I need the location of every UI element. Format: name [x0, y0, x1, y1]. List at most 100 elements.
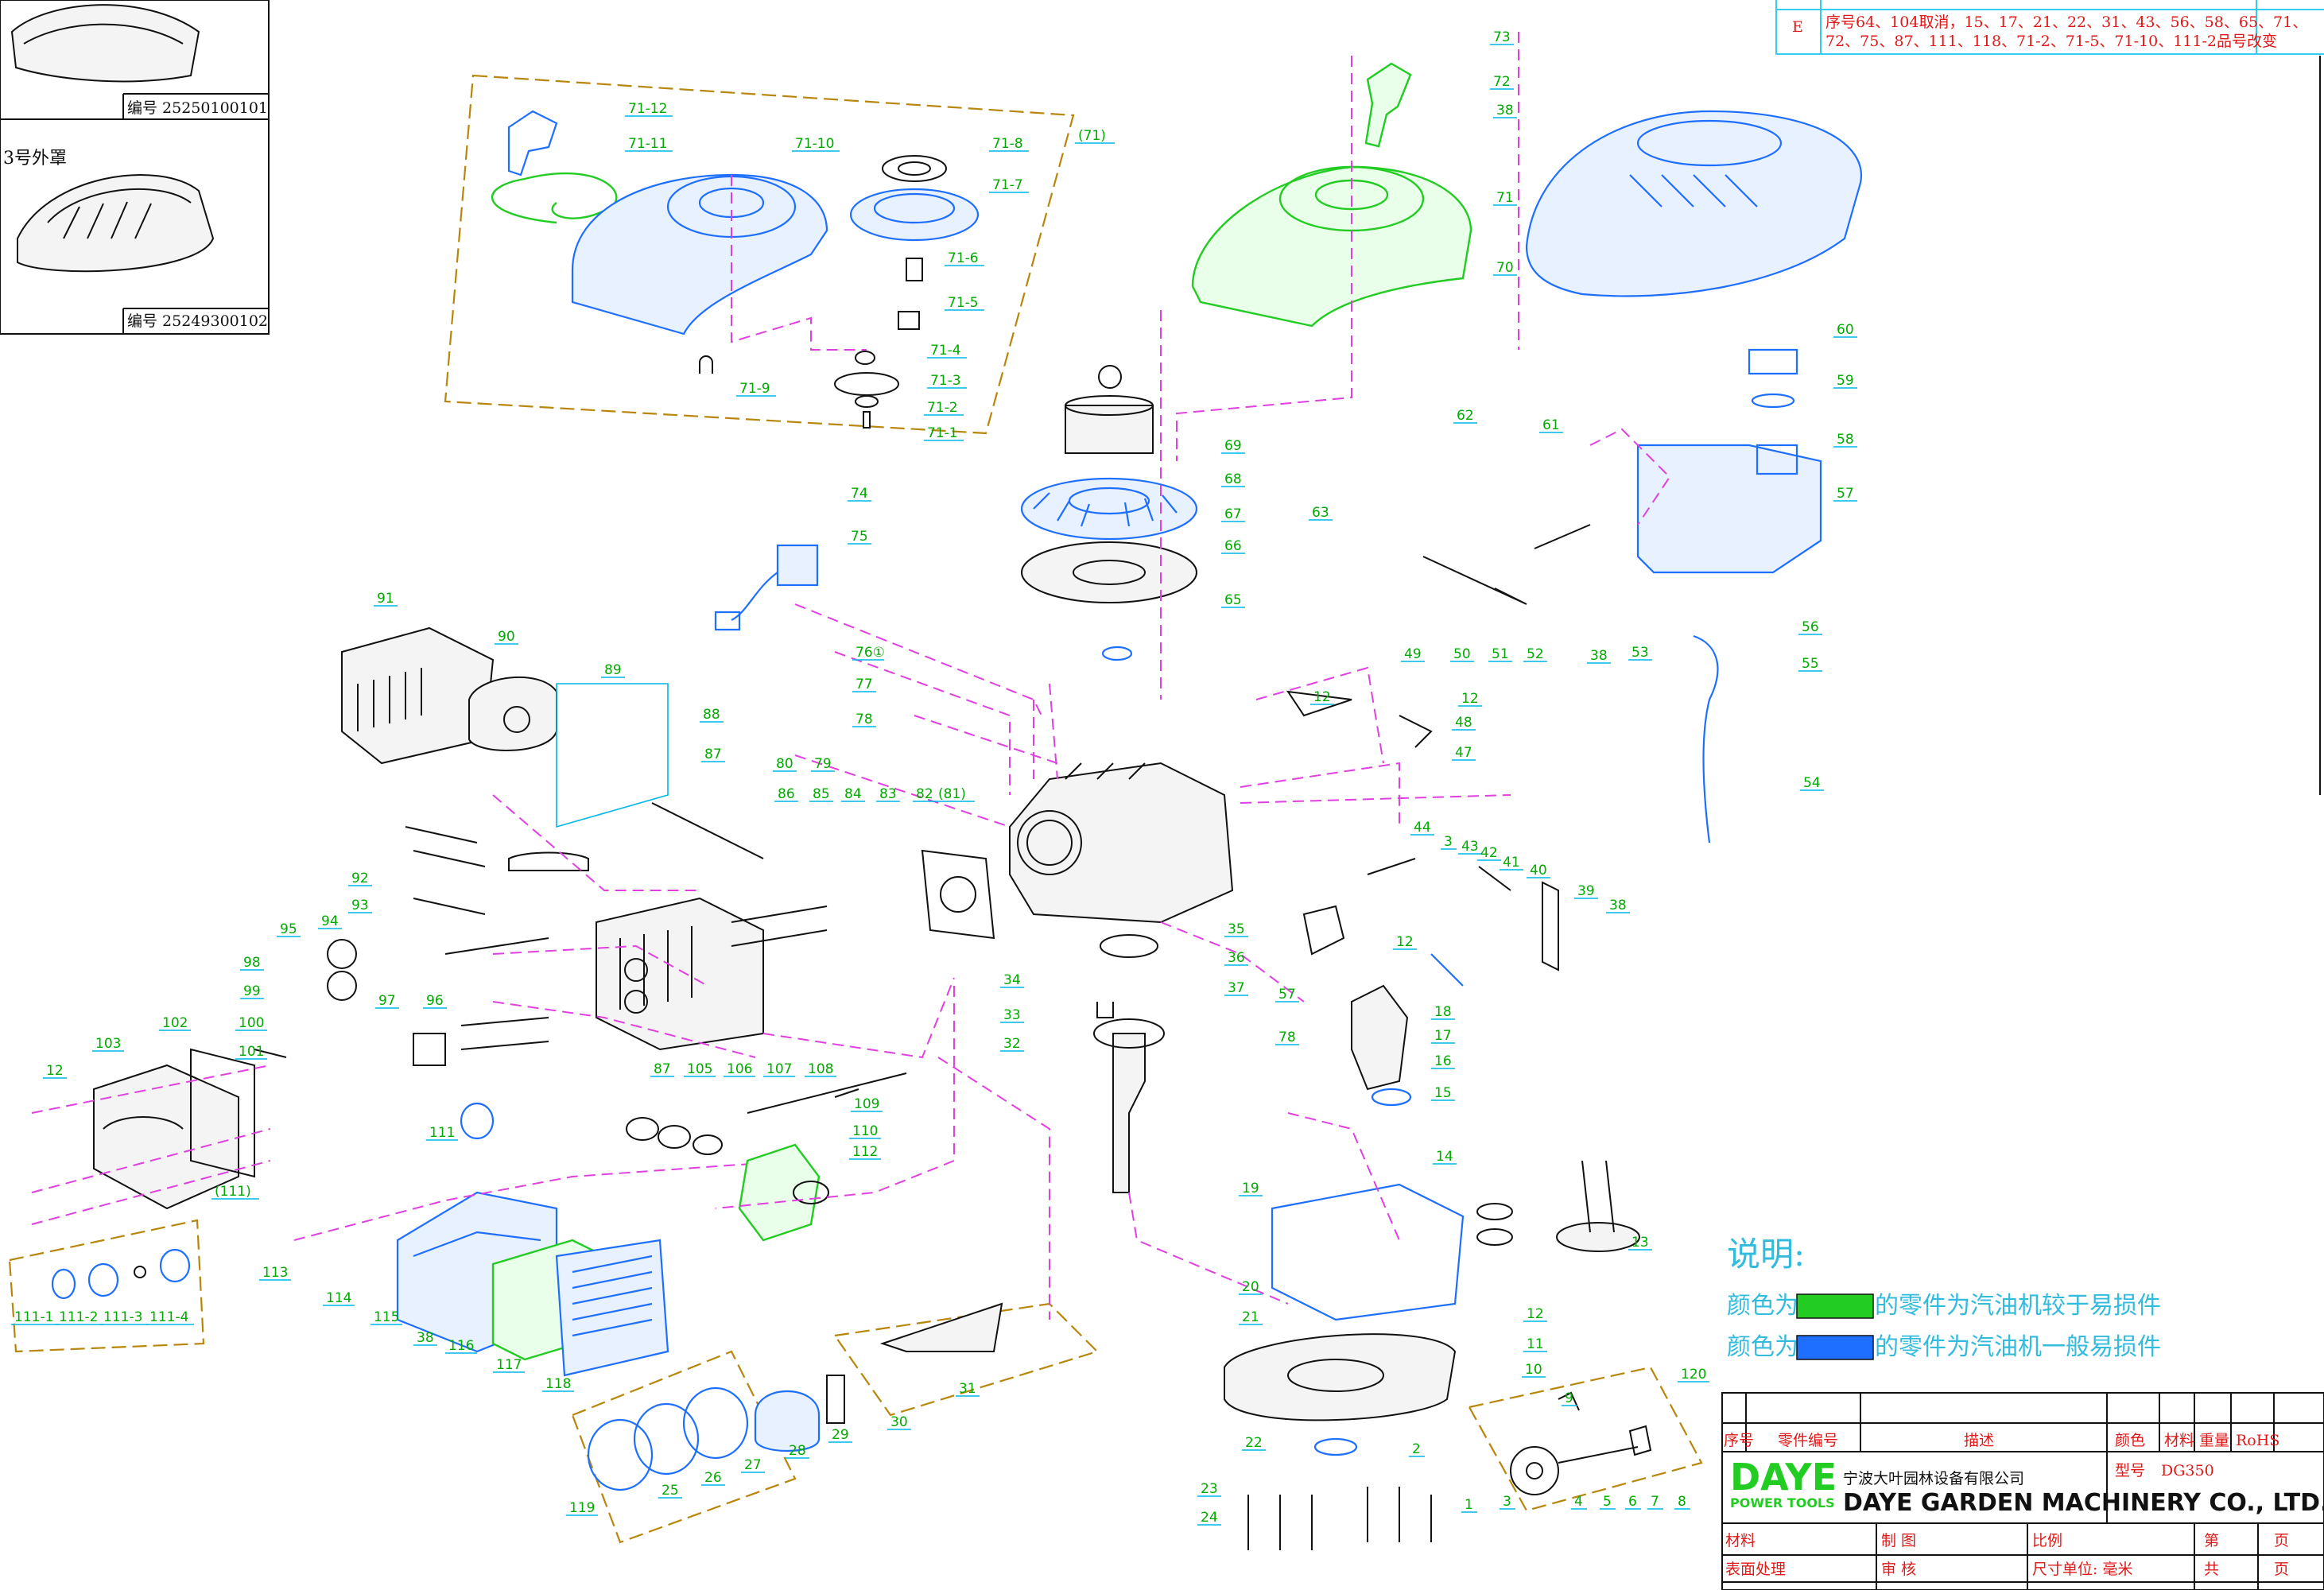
part-callout: 87 [654, 1061, 671, 1077]
part-callout: 60 [1837, 322, 1854, 338]
part-callout: 85 [813, 786, 830, 802]
part-callout: 109 [854, 1096, 879, 1112]
part-callout: 62 [1457, 408, 1474, 424]
tb-part-no: 零件编号 [1778, 1432, 1838, 1449]
part-callout: 66 [1224, 538, 1242, 554]
part-callout: 99 [243, 983, 261, 999]
tb-r2-a: 表面处理 [1725, 1561, 1786, 1578]
part-callout: 101 [239, 1044, 264, 1060]
legend-blue-text: 的零件为汽油机一般易损件 [1875, 1333, 2161, 1361]
part-callout: 49 [1404, 646, 1422, 662]
part-callout: 58 [1837, 432, 1854, 448]
part-callout: 71-3 [930, 373, 961, 389]
part-callout: 94 [321, 913, 339, 929]
part-callout: 80 [776, 756, 793, 772]
part-callout: 2 [1412, 1441, 1421, 1457]
part-callout: 71-9 [739, 381, 770, 397]
part-callout: 13 [1631, 1235, 1649, 1251]
part-callout: 71-10 [795, 136, 834, 152]
part-callout: 84 [844, 786, 862, 802]
part-callout: 4 [1574, 1494, 1583, 1510]
part-callout: 43 [1461, 839, 1479, 855]
part-callout: 30 [890, 1414, 908, 1430]
part-callout: 89 [604, 662, 622, 678]
tb-rohs: RoHS [2236, 1432, 2279, 1449]
part-callout: 68 [1224, 471, 1242, 487]
part-callout: (71) [1078, 128, 1106, 144]
part-callout: 67 [1224, 506, 1242, 522]
part-callout: 18 [1434, 1004, 1452, 1020]
part-callout: 12 [1527, 1306, 1544, 1322]
valve-cover [31, 1048, 287, 1225]
part-callout: 95 [280, 921, 297, 937]
part-callout: 111 [429, 1125, 455, 1141]
part-callout: 107 [766, 1061, 792, 1077]
part-callout: (81) [938, 786, 966, 802]
part-callout: 116 [448, 1338, 474, 1354]
tb-r2-e: 页 [2274, 1561, 2289, 1578]
part-callout: 34 [1003, 972, 1021, 988]
part-callout: 72 [1493, 74, 1511, 90]
part-callout: 15 [1434, 1085, 1452, 1101]
part-callout: 5 [1603, 1494, 1612, 1510]
revision-box: E 序号64、104取消，15、17、21、22、31、43、56、58、65、… [1775, 0, 2324, 795]
part-callout: 21 [1242, 1309, 1259, 1325]
tb-r1-e: 页 [2274, 1532, 2289, 1549]
part-callout: 38 [1590, 648, 1608, 664]
part-callout: 71-5 [948, 295, 979, 311]
part-callout: 50 [1453, 646, 1471, 662]
part-callout: 40 [1530, 863, 1547, 878]
part-callout: 110 [852, 1123, 878, 1139]
part-callout: 38 [1609, 898, 1627, 913]
part-callout: 74 [851, 486, 868, 502]
tb-r2-c: 尺寸单位: 毫米 [2032, 1561, 2132, 1578]
legend-blue-swatch [1796, 1335, 1874, 1360]
tb-r1-d: 第 [2204, 1532, 2219, 1549]
part-callout: 78 [855, 712, 873, 727]
fan-shroud-green [1176, 56, 1472, 461]
cover-panel-top: 编号 25250100101 [0, 0, 270, 120]
part-callout: 71-6 [948, 250, 979, 266]
part-callout: 106 [727, 1061, 752, 1077]
part-callout: 120 [1681, 1367, 1706, 1383]
part-callout: 23 [1201, 1481, 1218, 1497]
legend-title: 说明: [1727, 1235, 1805, 1274]
part-callout: 71-11 [628, 136, 667, 152]
part-callout: 28 [789, 1443, 806, 1459]
part-callout: 12 [1461, 691, 1479, 707]
part-callout: 82 [916, 786, 933, 802]
part-callout: 29 [832, 1427, 849, 1443]
part-callout: 100 [239, 1015, 264, 1031]
flywheel-stack [1020, 310, 1198, 700]
part-callout: 105 [687, 1061, 712, 1077]
tb-r1-a: 材料 [1725, 1532, 1756, 1549]
crankcase-cover [1128, 1183, 1465, 1550]
part-callout: (111) [215, 1184, 251, 1200]
part-callout: 44 [1414, 820, 1431, 836]
part-callout: 39 [1577, 883, 1595, 899]
part-callout: 3 [1503, 1494, 1511, 1510]
part-callout: 12 [46, 1063, 64, 1079]
part-callout: 108 [808, 1061, 833, 1077]
part-callout: 93 [351, 898, 369, 913]
part-callout: 76① [855, 645, 885, 661]
part-callout: 87 [704, 747, 722, 762]
muffler [341, 626, 764, 859]
part-callout: 111-1 [14, 1309, 53, 1325]
part-callout: 79 [814, 756, 832, 772]
part-callout: 57 [1837, 486, 1854, 502]
revision-line-1: 序号64、104取消，15、17、21、22、31、43、56、58、65、71… [1825, 14, 2307, 31]
part-callout: 33 [1003, 1007, 1021, 1023]
part-callout: 97 [378, 993, 396, 1009]
part-callout: 59 [1837, 373, 1854, 389]
company-en: DAYE GARDEN MACHINERY CO., LTD. [1843, 1489, 2324, 1517]
part-callout: 103 [95, 1036, 121, 1052]
part-callout: 12 [1396, 934, 1414, 950]
part-callout: 16 [1434, 1053, 1452, 1069]
tb-r1-c: 比例 [2032, 1532, 2062, 1549]
part-callout: 113 [262, 1265, 288, 1281]
part-callout: 11 [1527, 1336, 1544, 1352]
legend-green-prefix: 颜色为 [1727, 1292, 1798, 1320]
part-callout: 48 [1455, 715, 1472, 731]
